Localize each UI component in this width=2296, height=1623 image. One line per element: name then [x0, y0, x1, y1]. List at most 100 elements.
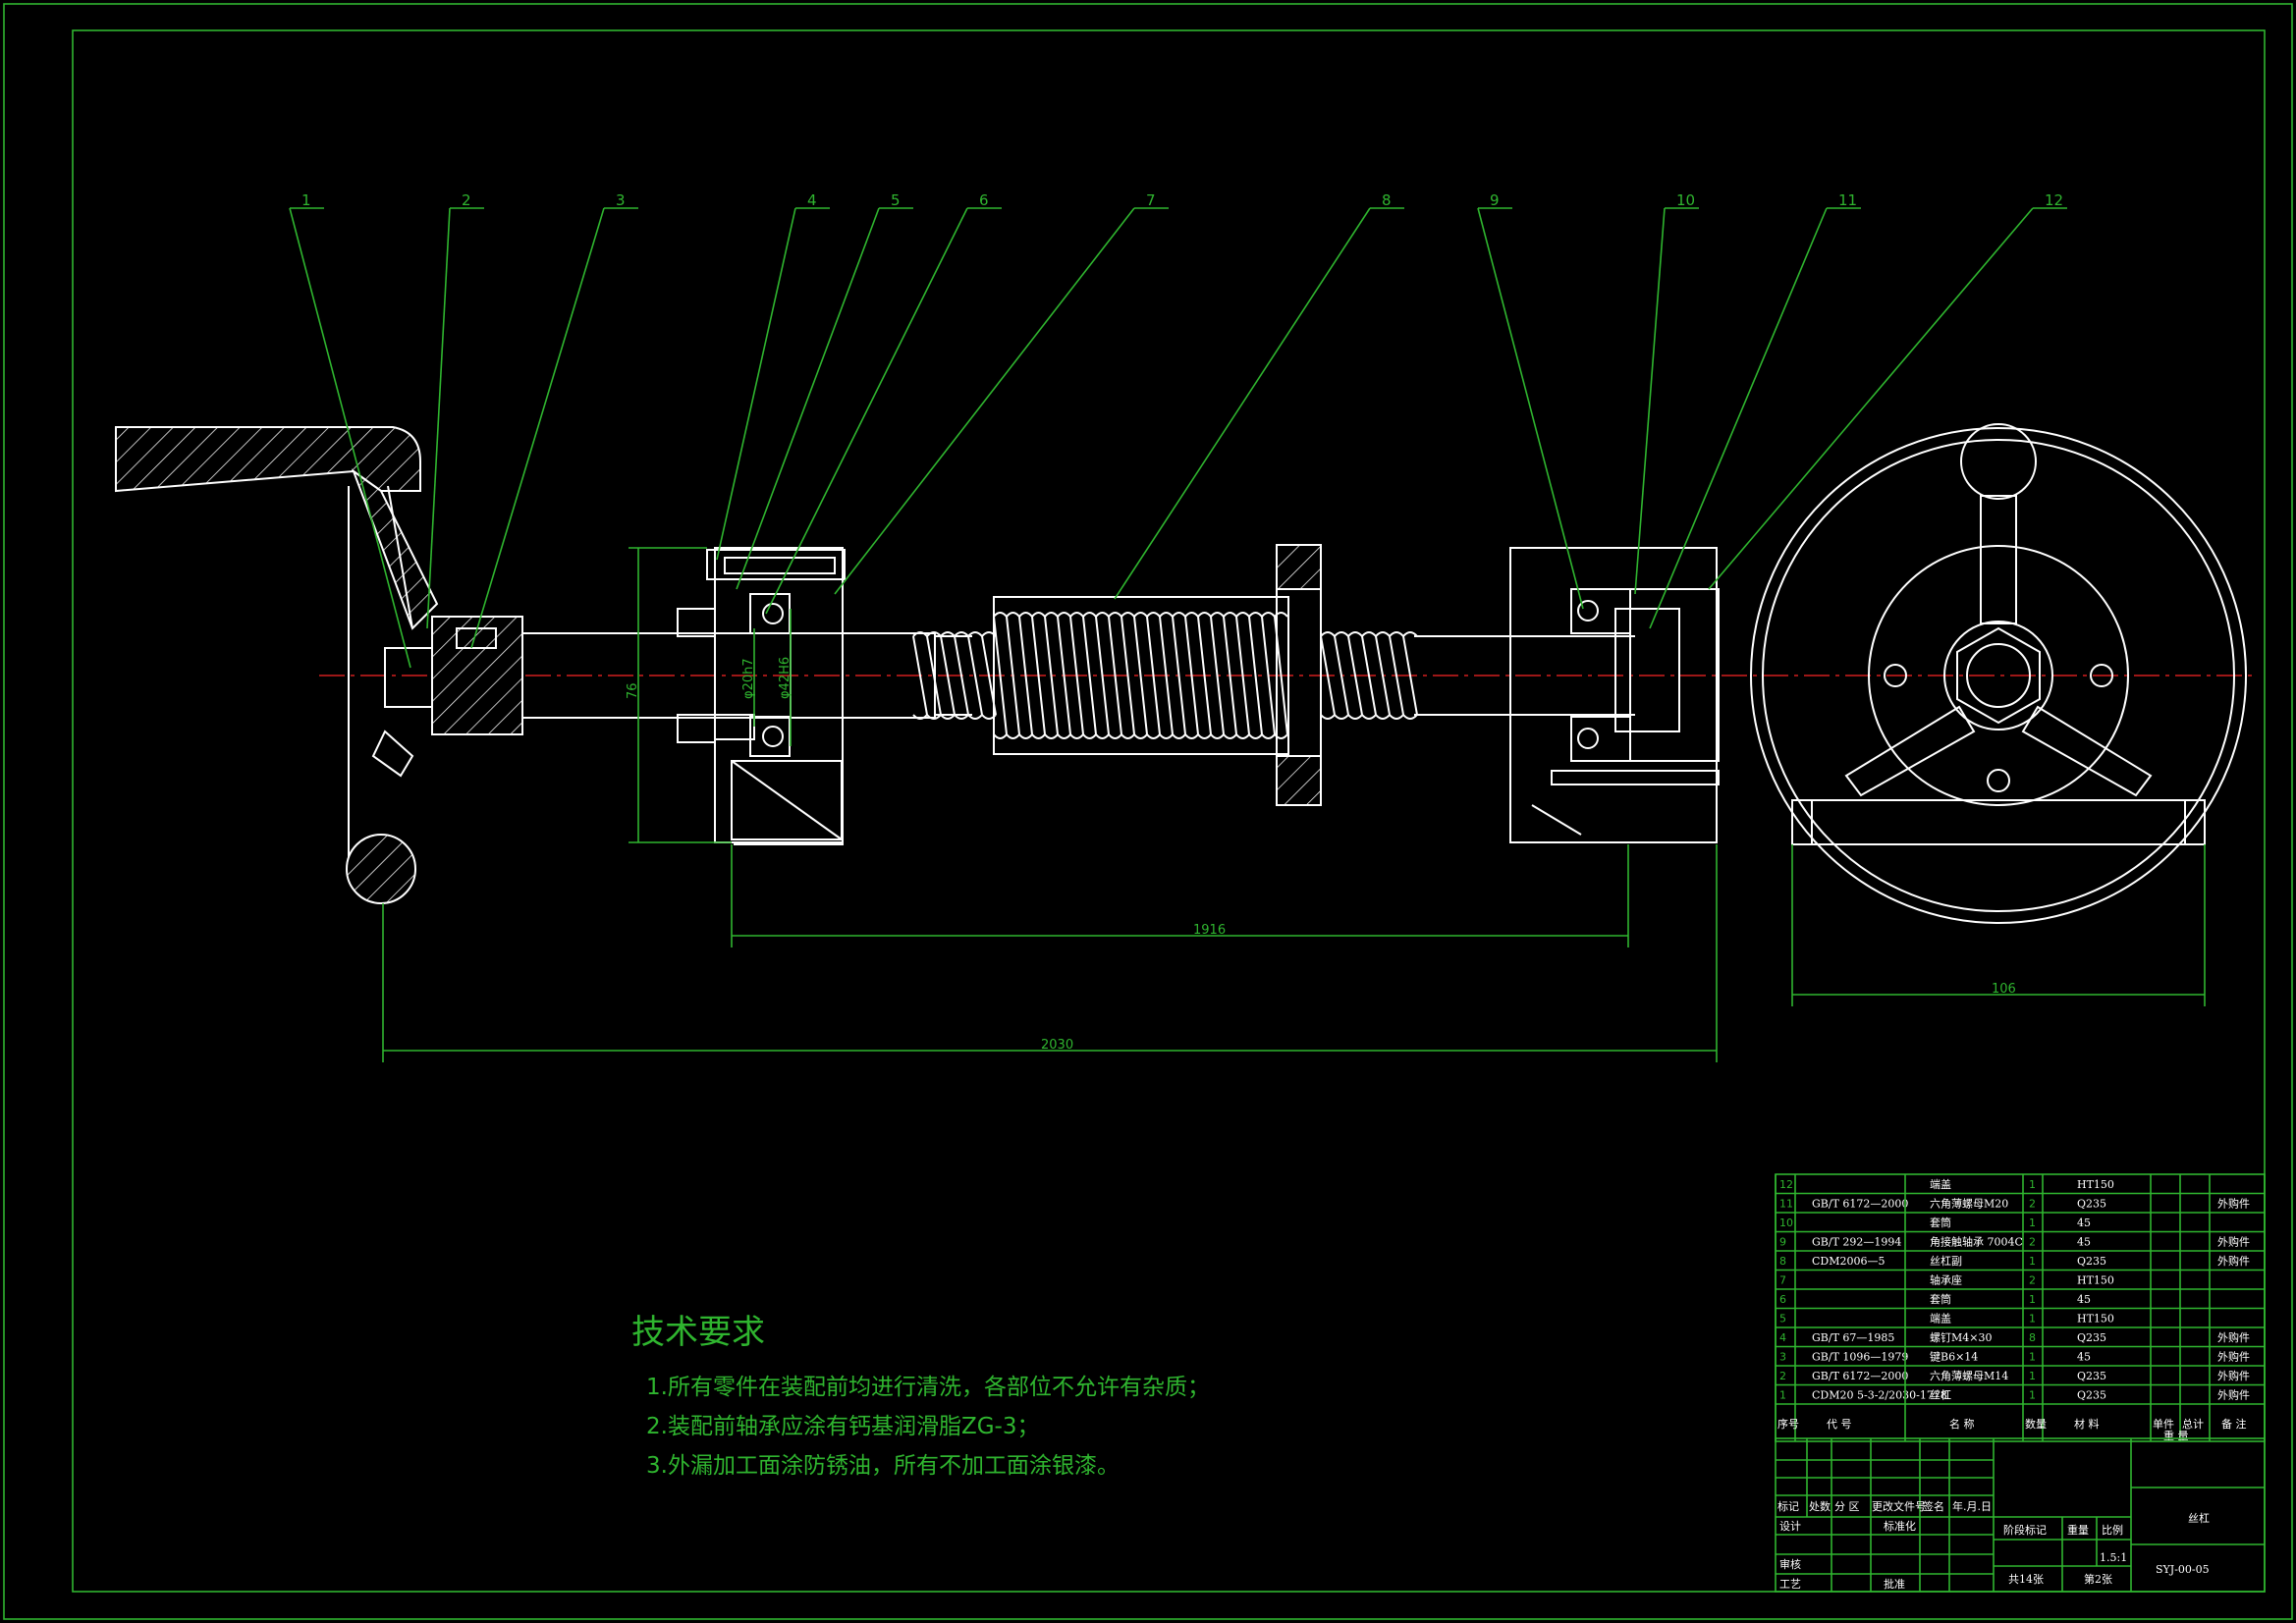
tb-process: 工艺: [1779, 1578, 1801, 1591]
bom-remark: 外购件: [2217, 1254, 2250, 1268]
bom-name: 螺钉M4×30: [1930, 1331, 1992, 1344]
bom-code: GB/T 292—1994: [1812, 1236, 1901, 1249]
balloon-leader: [765, 207, 968, 615]
bom-qty: 2: [2029, 1236, 2036, 1249]
bom-name: 角接触轴承 7004C: [1930, 1235, 2023, 1249]
bom-code: GB/T 67—1985: [1812, 1331, 1894, 1344]
bom-material: HT150: [2077, 1313, 2114, 1325]
notes-title: 技术要求: [631, 1313, 765, 1352]
balloon-leader: [834, 207, 1135, 595]
bom-name: 丝杠副: [1930, 1255, 1962, 1268]
dim-dia-shaft: φ20h7: [741, 658, 756, 699]
tb-rev-zone: 分 区: [1834, 1500, 1860, 1513]
bom-header: 单件: [2153, 1418, 2174, 1431]
tb-standard: 标准化: [1884, 1519, 1916, 1533]
bom-remark: 外购件: [2217, 1330, 2250, 1344]
tb-rev-date: 年.月.日: [1952, 1499, 1992, 1513]
balloon-leader: [426, 207, 451, 629]
tb-rev-mark: 标记: [1777, 1499, 1799, 1513]
bom-code: GB/T 1096—1979: [1812, 1351, 1908, 1364]
tb-approve: 批准: [1884, 1577, 1905, 1591]
bom-name: 六角薄螺母M14: [1930, 1369, 2008, 1382]
handwheel-side-view: [1750, 423, 2247, 924]
bom-material: Q235: [2077, 1370, 2106, 1382]
bom-header: 总计: [2182, 1417, 2204, 1431]
notes-item-3: 3.外漏加工面涂防锈油，所有不加工面涂银漆。: [646, 1453, 1120, 1479]
tb-drawing-no: SYJ-00-05: [2156, 1563, 2210, 1576]
bom-no: 3: [1779, 1351, 1786, 1364]
tb-review: 审核: [1779, 1557, 1801, 1571]
bom-remark: 外购件: [2217, 1235, 2250, 1249]
bom-no: 5: [1779, 1313, 1786, 1325]
bom-name: 丝杠: [1930, 1389, 1951, 1402]
balloon-5: 5: [891, 191, 901, 209]
balloon-leader: [1477, 207, 1584, 610]
bom-qty: 1: [2029, 1293, 2036, 1306]
dim-dia-bearing: φ42H6: [778, 657, 793, 699]
bom-material: Q235: [2077, 1198, 2106, 1211]
bom-no: 10: [1779, 1217, 1793, 1229]
bom-name: 端盖: [1930, 1177, 1951, 1191]
title-block: [1775, 1437, 2266, 1593]
screw-thread-left: [912, 631, 997, 720]
tb-scale: 1.5:1: [2100, 1551, 2127, 1564]
balloon-12: 12: [2045, 191, 2063, 209]
bom-header: 备 注: [2221, 1417, 2247, 1431]
bom-header: 序号: [1777, 1417, 1799, 1431]
bom-material: HT150: [2077, 1178, 2114, 1191]
dim-height-bearing: 76: [626, 682, 640, 699]
left-bearing-housing: [677, 547, 846, 845]
balloon-leader: [1634, 207, 1666, 595]
bom-material: Q235: [2077, 1389, 2106, 1402]
bom-remark: 外购件: [2217, 1369, 2250, 1382]
nut-thread-path: [993, 612, 1288, 739]
bom-no: 2: [1779, 1370, 1786, 1382]
bom-qty: 1: [2029, 1217, 2036, 1229]
bom-no: 7: [1779, 1274, 1786, 1287]
bom-qty: 2: [2029, 1274, 2036, 1287]
balloon-leader: [289, 207, 411, 669]
bom-no: 1: [1779, 1389, 1786, 1402]
balloon-6: 6: [979, 191, 989, 209]
bom-qty: 1: [2029, 1313, 2036, 1325]
balloon-leader: [1649, 207, 1828, 629]
tb-rev-count: 处数: [1809, 1500, 1831, 1513]
bom-material: 45: [2077, 1351, 2091, 1364]
balloon-7: 7: [1146, 191, 1156, 209]
bom-material: 45: [2077, 1293, 2091, 1306]
tb-sheets-total: 共14张: [2008, 1573, 2044, 1586]
thread-left-path: [912, 631, 997, 720]
balloon-3: 3: [616, 191, 626, 209]
bom-material: 45: [2077, 1236, 2091, 1249]
bom-header-weight: 重 量: [2163, 1429, 2189, 1442]
balloon-leader: [716, 207, 796, 561]
balloon-2: 2: [462, 191, 471, 209]
crank-handle: [115, 426, 523, 904]
bom-material: Q235: [2077, 1331, 2106, 1344]
bom-code: CDM2006—5: [1812, 1255, 1886, 1268]
balloon-4: 4: [807, 191, 817, 209]
balloon-11: 11: [1838, 191, 1857, 209]
bom-qty: 1: [2029, 1351, 2036, 1364]
bom-material: HT150: [2077, 1274, 2114, 1287]
bom-code: GB/T 6172—2000: [1812, 1198, 1908, 1211]
tb-drawing-name: 丝杠: [2188, 1512, 2210, 1525]
bom-name: 六角薄螺母M20: [1930, 1197, 2008, 1211]
right-bearing-housing: [1509, 547, 1720, 843]
bom-name: 套筒: [1930, 1216, 1951, 1229]
thread-right-path: [1320, 631, 1418, 720]
bom-qty: 1: [2029, 1255, 2036, 1268]
outer-frame: [3, 3, 2293, 1620]
bom-name: 轴承座: [1930, 1273, 1962, 1287]
bom-qty: 2: [2029, 1198, 2036, 1211]
dim-wheel-width: 106: [1992, 982, 2016, 997]
bom-name: 端盖: [1930, 1312, 1951, 1325]
bom-no: 8: [1779, 1255, 1786, 1268]
bom-header: 代 号: [1827, 1418, 1852, 1431]
tb-weight: 重量: [2067, 1523, 2089, 1537]
balloon-leader: [1708, 207, 2034, 590]
bom-name: 键B6×14: [1930, 1350, 1978, 1364]
balloon-8: 8: [1382, 191, 1392, 209]
